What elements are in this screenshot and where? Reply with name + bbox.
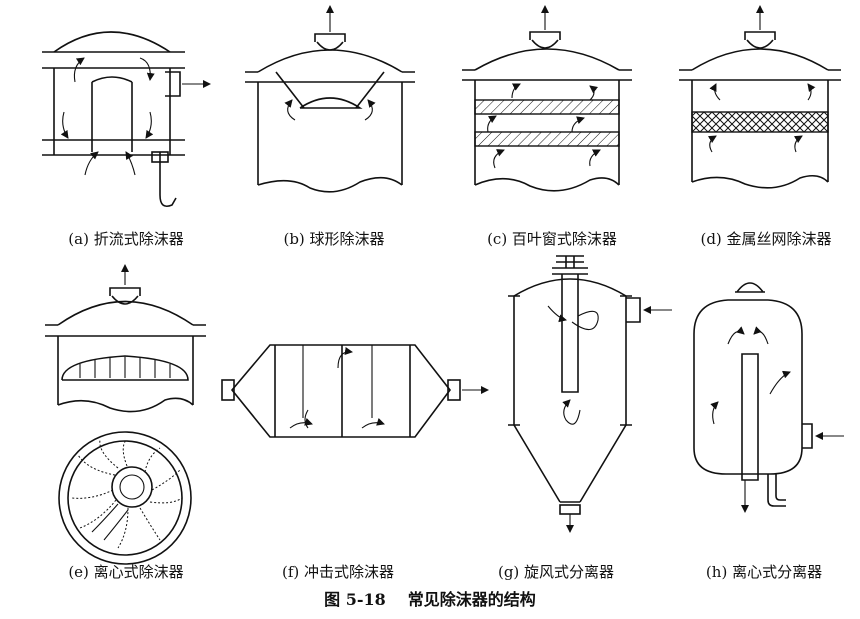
panel-b-spherical-demister (245, 5, 415, 193)
panel-h-centrifugal-separator (693, 282, 844, 513)
caption-g: (g) 旋风式分离器 (497, 563, 615, 581)
caption-c: (c) 百叶窗式除沫器 (487, 230, 617, 248)
caption-f: (f) 冲击式除沫器 (281, 563, 395, 581)
panel-f-impact-demister (221, 344, 489, 438)
panel-e-centrifugal-demister (45, 264, 206, 565)
caption-h: (h) 离心式分离器 (705, 563, 823, 581)
figure-number: 图 5-18 (324, 590, 386, 609)
figure-title: 图 5-18 常见除沫器的结构 (324, 586, 536, 610)
figure-title-text: 常见除沫器的结构 (407, 590, 536, 609)
panel-d-wire-mesh-demister (679, 5, 841, 189)
caption-a: (a) 折流式除沫器 (68, 230, 184, 248)
caption-b: (b) 球形除沫器 (283, 230, 385, 248)
caption-d: (d) 金属丝网除沫器 (700, 230, 832, 248)
panel-a-baffle-demister (42, 31, 211, 208)
caption-e: (e) 离心式除沫器 (68, 563, 184, 581)
panel-g-cyclone-separator (508, 255, 672, 533)
panel-c-louver-demister (462, 5, 632, 192)
